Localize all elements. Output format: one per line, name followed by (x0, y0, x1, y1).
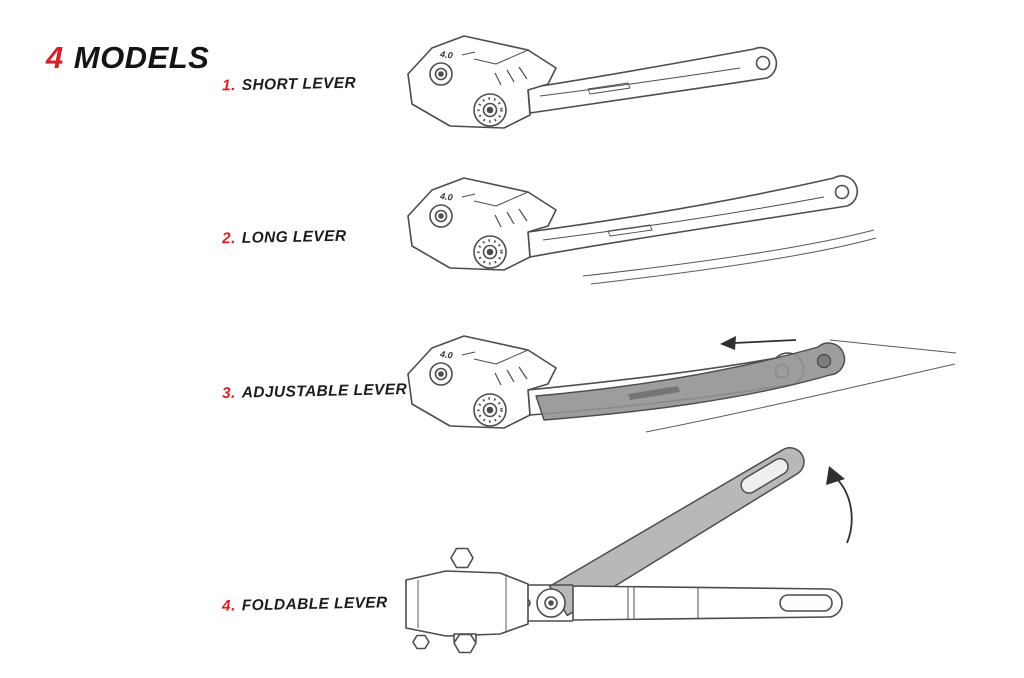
lever-blade (527, 175, 859, 258)
bottom-hex-bolt-small-icon (412, 634, 430, 650)
short-lever-drawing: 4.0 (406, 34, 778, 130)
title-number: 4 (46, 40, 64, 75)
model-name: SHORT LEVER (241, 74, 357, 94)
adjustable-lever-drawing: 4.0 (406, 334, 957, 433)
lever-end-hole (816, 353, 832, 369)
model-number: 4. (221, 597, 236, 615)
adjust-left-arrow-icon (720, 336, 797, 350)
dial-marking-text: 4.0 (439, 349, 454, 361)
illustration-foldable-lever (388, 438, 890, 666)
long-lever-drawing: 4.0 (406, 175, 877, 285)
lever-end-hole (834, 184, 850, 200)
illustration-long-lever: 4.0 (378, 156, 890, 308)
lever-end-hole (755, 55, 771, 71)
lever-blade (527, 46, 778, 114)
model-number: 2. (221, 230, 236, 248)
model-label-long: 2. LONG LEVER (222, 228, 347, 249)
model-name: LONG LEVER (241, 227, 347, 247)
title-word: MODELS (73, 40, 210, 75)
fold-up-arrow-icon (826, 466, 853, 544)
blade-slot (740, 457, 789, 494)
lever-blade-horizontal (572, 585, 843, 621)
model-name: FOLDABLE LEVER (241, 594, 388, 615)
lever-perch: 4.0 (406, 176, 558, 272)
model-number: 3. (221, 384, 236, 402)
foldable-lever-drawing (405, 447, 853, 654)
model-label-short: 1. SHORT LEVER (222, 75, 356, 96)
blade-sweep-lines (582, 229, 877, 285)
motion-guide-lines (645, 339, 957, 433)
lever-perch: 4.0 (406, 34, 558, 130)
dial-marking: 4.0 (439, 191, 476, 203)
lever-blade-adjusted (535, 342, 846, 421)
illustration-short-lever: 4.0 (378, 26, 808, 148)
clamp-body (405, 547, 529, 654)
illustration-adjustable-lever: 4.0 (378, 316, 960, 464)
dial-marking: 4.0 (439, 49, 476, 61)
page-title: 4 MODELS (46, 40, 209, 76)
model-label-foldable: 4. FOLDABLE LEVER (222, 594, 388, 615)
dial-marking-text: 4.0 (439, 49, 454, 61)
top-hex-bolt-icon (450, 547, 474, 569)
dial-marking: 4.0 (439, 349, 476, 361)
lever-perch: 4.0 (406, 334, 558, 430)
lever-blade-folded (549, 447, 805, 617)
blade-slot (779, 594, 833, 612)
dial-marking-text: 4.0 (439, 191, 454, 203)
bottom-hex-bolt-icon (453, 633, 477, 654)
model-number: 1. (221, 77, 236, 95)
